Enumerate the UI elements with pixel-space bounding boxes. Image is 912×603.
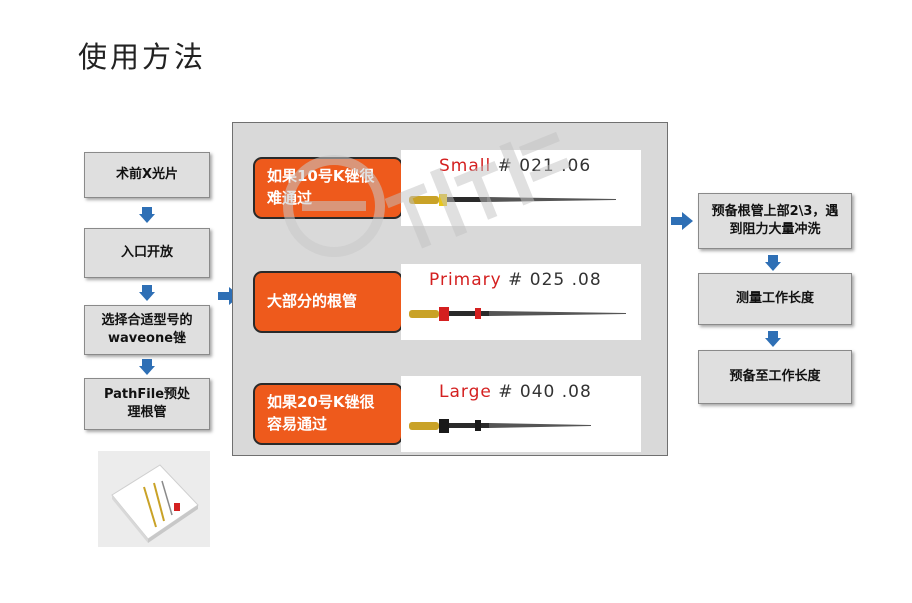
file-card-large: Large # 040 .08 bbox=[401, 376, 641, 452]
file-instrument-primary-icon bbox=[409, 307, 626, 321]
file-card-primary: Primary # 025 .08 bbox=[401, 264, 641, 340]
arrow-down-icon bbox=[139, 285, 155, 301]
file-selection-panel: 如果10号K锉很难通过 Small # 021 .06 大部分的根管 Prima… bbox=[232, 122, 668, 456]
step-select-file: 选择合适型号的waveone锉 bbox=[84, 305, 210, 355]
file-size-small: # 021 .06 bbox=[497, 156, 592, 176]
condition-small: 如果10号K锉很难通过 bbox=[253, 157, 403, 219]
file-size-large: # 040 .08 bbox=[498, 382, 592, 402]
file-name-primary: Primary bbox=[429, 270, 502, 290]
file-name-large: Large bbox=[439, 382, 492, 402]
step-working-length: 测量工作长度 bbox=[698, 273, 852, 325]
product-package-image bbox=[98, 451, 210, 547]
arrow-down-icon bbox=[139, 359, 155, 375]
file-size-primary: # 025 .08 bbox=[508, 270, 602, 290]
step-access-opening: 入口开放 bbox=[84, 228, 210, 278]
page-title: 使用方法 bbox=[78, 40, 207, 74]
step-pathfile: PathFile预处理根管 bbox=[84, 378, 210, 430]
file-name-small: Small bbox=[439, 156, 492, 176]
file-instrument-large-icon bbox=[409, 419, 591, 433]
arrow-right-icon bbox=[671, 212, 693, 230]
step-xray: 术前X光片 bbox=[84, 152, 210, 198]
file-card-small: Small # 021 .06 bbox=[401, 150, 641, 226]
step-coronal-preparation: 预备根管上部2\3，遇到阻力大量冲洗 bbox=[698, 193, 852, 249]
condition-large: 如果20号K锉很容易通过 bbox=[253, 383, 403, 445]
arrow-down-icon bbox=[765, 331, 781, 347]
arrow-down-icon bbox=[139, 207, 155, 223]
condition-primary: 大部分的根管 bbox=[253, 271, 403, 333]
arrow-down-icon bbox=[765, 255, 781, 271]
file-instrument-small-icon bbox=[409, 194, 616, 206]
step-prepare-to-length: 预备至工作长度 bbox=[698, 350, 852, 404]
